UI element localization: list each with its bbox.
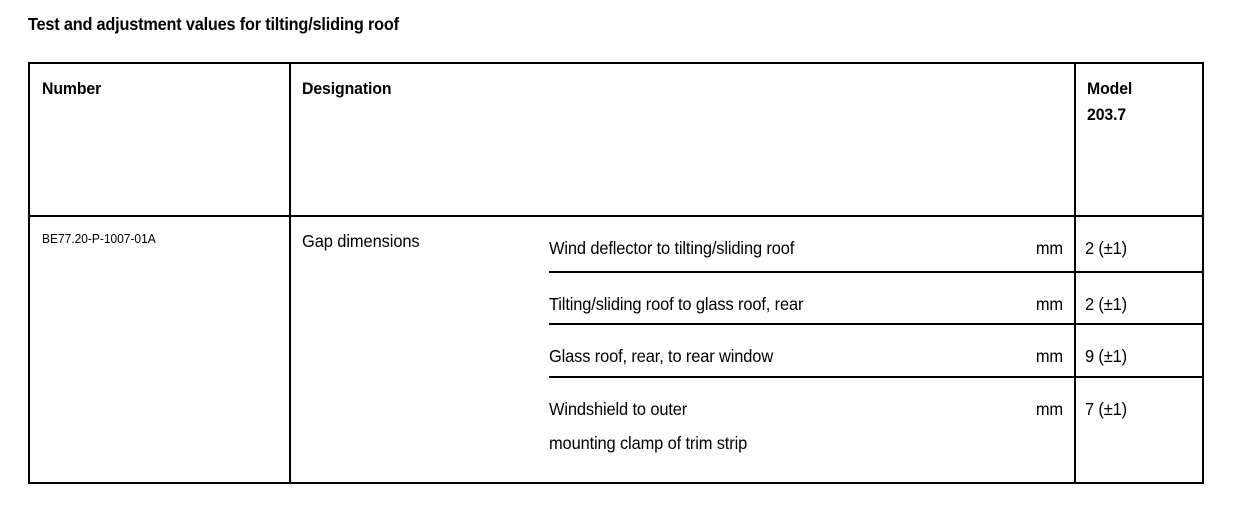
- measurement-unit: mm: [1035, 294, 1063, 314]
- measurement-value: 9 (±1): [1085, 346, 1128, 366]
- table-row: Windshield to outer mounting clamp of tr…: [549, 378, 1202, 484]
- table-row: Glass roof, rear, to rear window mm 9 (±…: [549, 325, 1202, 376]
- column-header-number: Number: [42, 79, 102, 98]
- row-separator-2: [549, 323, 1202, 325]
- measurement-unit: mm: [1035, 399, 1063, 419]
- table-row: Tilting/sliding roof to glass roof, rear…: [549, 273, 1202, 323]
- table-row: Wind deflector to tilting/sliding roof m…: [549, 217, 1202, 271]
- page-title: Test and adjustment values for tilting/s…: [28, 14, 399, 34]
- measurement-label: Wind deflector to tilting/sliding roof: [549, 238, 795, 258]
- table-row-number: BE77.20-P-1007-01A: [42, 231, 156, 246]
- measurement-unit: mm: [1035, 346, 1063, 366]
- measurement-value: 2 (±1): [1085, 238, 1128, 258]
- measurement-unit: mm: [1035, 238, 1063, 258]
- column-header-model: Model 203.7: [1087, 79, 1133, 124]
- measurement-label: Windshield to outer mounting clamp of tr…: [549, 399, 748, 453]
- measurement-value: 2 (±1): [1085, 294, 1128, 314]
- column-divider-designation: [289, 64, 291, 482]
- header-separator: [30, 215, 1202, 217]
- measurement-value: 7 (±1): [1085, 399, 1128, 419]
- column-divider-model: [1074, 64, 1076, 482]
- measurement-label: Tilting/sliding roof to glass roof, rear: [549, 294, 804, 314]
- row-separator-1: [549, 271, 1202, 273]
- row-separator-3: [549, 376, 1202, 378]
- specification-table: Number Designation Model 203.7 BE77.20-P…: [28, 62, 1204, 484]
- table-row-designation: Gap dimensions: [302, 231, 420, 251]
- measurement-label: Glass roof, rear, to rear window: [549, 346, 774, 366]
- column-header-designation: Designation: [302, 79, 392, 98]
